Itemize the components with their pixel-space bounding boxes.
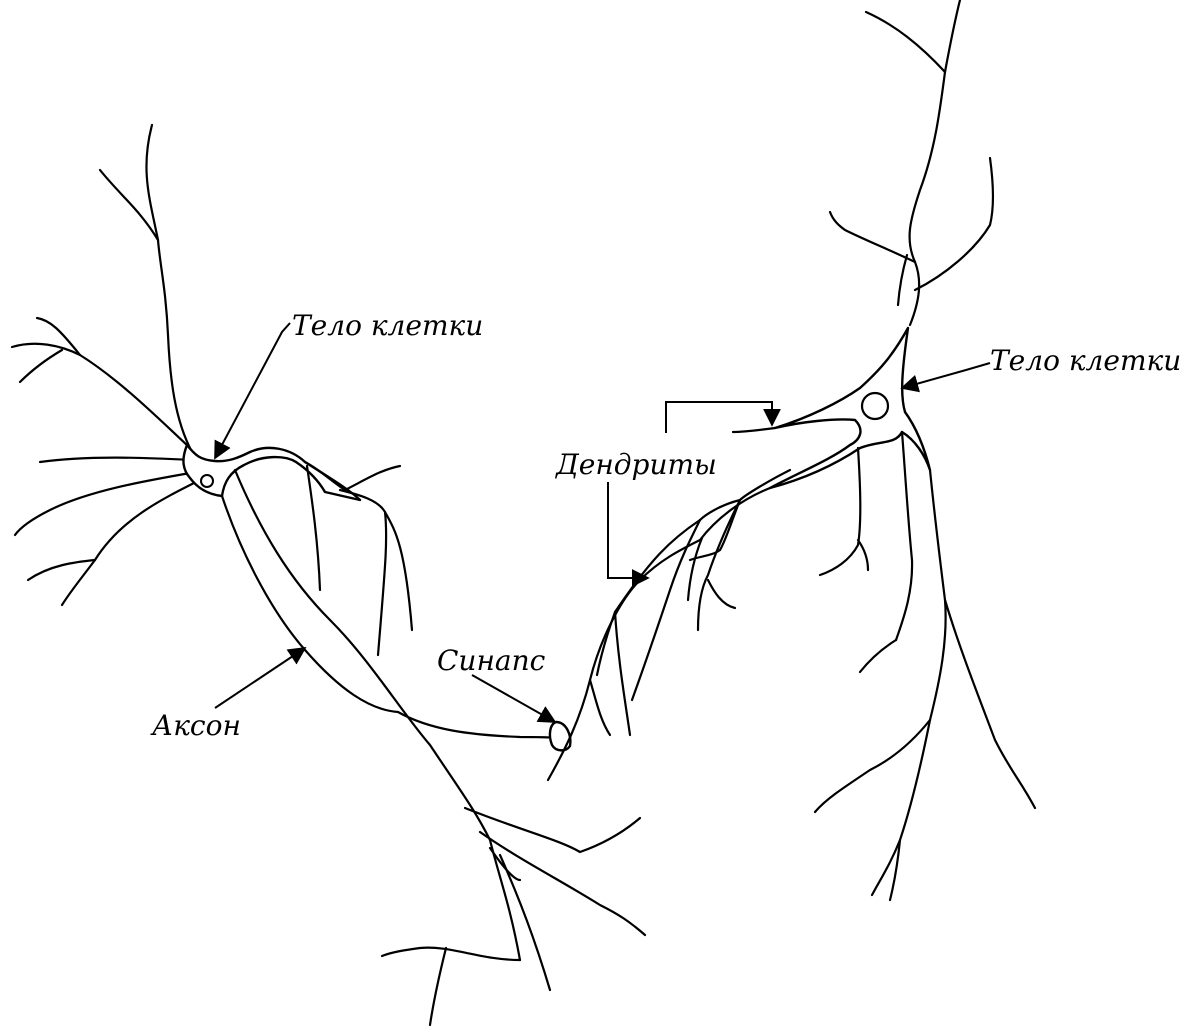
label-synapse: Синапс bbox=[437, 644, 546, 677]
leader-dendrites-upper bbox=[666, 402, 772, 433]
right-neuron-dendrites bbox=[548, 428, 1035, 900]
left-axon-secondary bbox=[235, 470, 520, 960]
right-neuron-apical-dendrites bbox=[830, 0, 993, 325]
left-axon bbox=[222, 496, 556, 738]
left-nucleus bbox=[201, 475, 213, 487]
label-axon: Аксон bbox=[150, 709, 241, 742]
left-cell-body bbox=[183, 445, 360, 500]
leader-left-cell-body bbox=[215, 323, 290, 458]
synapse-terminal bbox=[550, 722, 570, 750]
label-right-cell-body: Тело клетки bbox=[990, 344, 1181, 377]
left-axon-collaterals bbox=[305, 462, 412, 655]
leader-axon bbox=[215, 648, 305, 708]
leader-synapse bbox=[472, 675, 555, 722]
left-neuron bbox=[12, 125, 645, 1025]
axon-terminals bbox=[382, 808, 645, 1025]
label-left-cell-body: Тело клетки bbox=[292, 309, 483, 342]
leader-right-cell-body bbox=[902, 363, 990, 388]
right-nucleus bbox=[862, 393, 888, 419]
label-dendrites: Дендриты bbox=[554, 448, 717, 481]
annotations: Тело клетки Тело клетки Дендриты Синапс … bbox=[150, 309, 1181, 742]
leader-dendrites-lower bbox=[608, 482, 648, 578]
left-neuron-dendrites bbox=[12, 125, 200, 605]
right-cell-body bbox=[770, 328, 930, 488]
